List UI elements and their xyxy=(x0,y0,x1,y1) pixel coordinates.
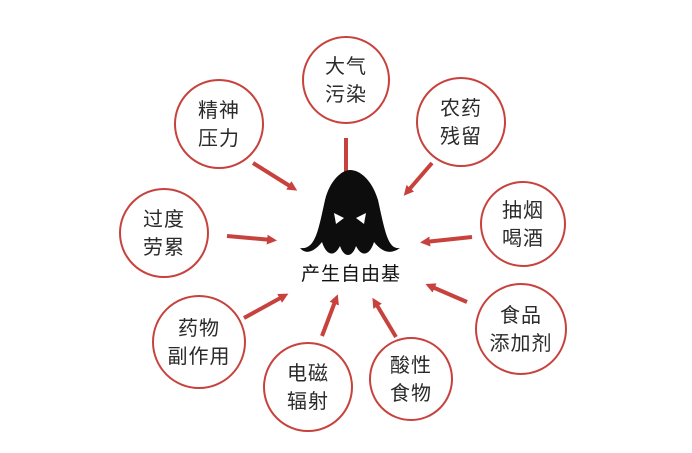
monster-icon xyxy=(300,170,400,255)
factor-drug-side-effects-label-line: 药物 xyxy=(178,316,220,340)
factor-smoking-drinking-label-line: 喝酒 xyxy=(502,226,544,250)
center-label: 产生自由基 xyxy=(300,263,401,285)
factor-electromagnetic-radiation-label-line: 辐射 xyxy=(287,389,329,413)
factor-acidic-food-bubble: 酸性食物 xyxy=(369,337,453,421)
factor-acidic-food-label-line: 食物 xyxy=(390,381,432,405)
factor-drug-side-effects-bubble: 药物副作用 xyxy=(152,295,246,389)
factor-electromagnetic-radiation-label-line: 电磁 xyxy=(287,361,329,385)
factor-food-additives-arrow-icon xyxy=(425,283,468,304)
factor-acidic-food-arrow-icon xyxy=(372,297,398,339)
factor-overwork-bubble: 过度劳累 xyxy=(119,188,209,278)
factor-pesticide-residue-arrow-icon xyxy=(403,161,434,196)
factor-overwork-arrow-icon xyxy=(226,234,277,245)
factor-food-additives-label-line: 添加剂 xyxy=(489,331,553,355)
factor-electromagnetic-radiation-bubble: 电磁辐射 xyxy=(263,342,353,432)
factor-overwork-label-line: 过度 xyxy=(143,207,185,231)
factor-electromagnetic-radiation-arrow-icon xyxy=(320,294,339,337)
factor-air-pollution-bubble: 大气污染 xyxy=(302,36,390,124)
factor-drug-side-effects-label-line: 副作用 xyxy=(167,344,231,368)
factor-food-additives-bubble: 食品添加剂 xyxy=(475,283,567,375)
factor-acidic-food-label-line: 酸性 xyxy=(390,353,432,377)
factor-air-pollution-label-line: 污染 xyxy=(325,82,367,106)
factor-smoking-drinking-bubble: 抽烟喝酒 xyxy=(480,181,566,267)
factor-pesticide-residue-label-line: 残留 xyxy=(440,124,482,148)
factor-food-additives-label-line: 食品 xyxy=(500,303,542,327)
factor-mental-stress-bubble: 精神压力 xyxy=(174,79,264,169)
factor-smoking-drinking-arrow-icon xyxy=(420,235,473,247)
factor-drug-side-effects-arrow-icon xyxy=(243,293,289,320)
factor-mental-stress-label-line: 压力 xyxy=(198,126,240,150)
factor-overwork-label-line: 劳累 xyxy=(143,235,185,259)
factor-mental-stress-arrow-icon xyxy=(251,161,298,191)
factor-air-pollution-label-line: 大气 xyxy=(325,54,367,78)
factor-smoking-drinking-label-line: 抽烟 xyxy=(502,198,544,222)
factor-pesticide-residue-bubble: 农药残留 xyxy=(416,77,506,167)
factor-mental-stress-label-line: 精神 xyxy=(198,98,240,122)
factor-pesticide-residue-label-line: 农药 xyxy=(440,96,482,120)
